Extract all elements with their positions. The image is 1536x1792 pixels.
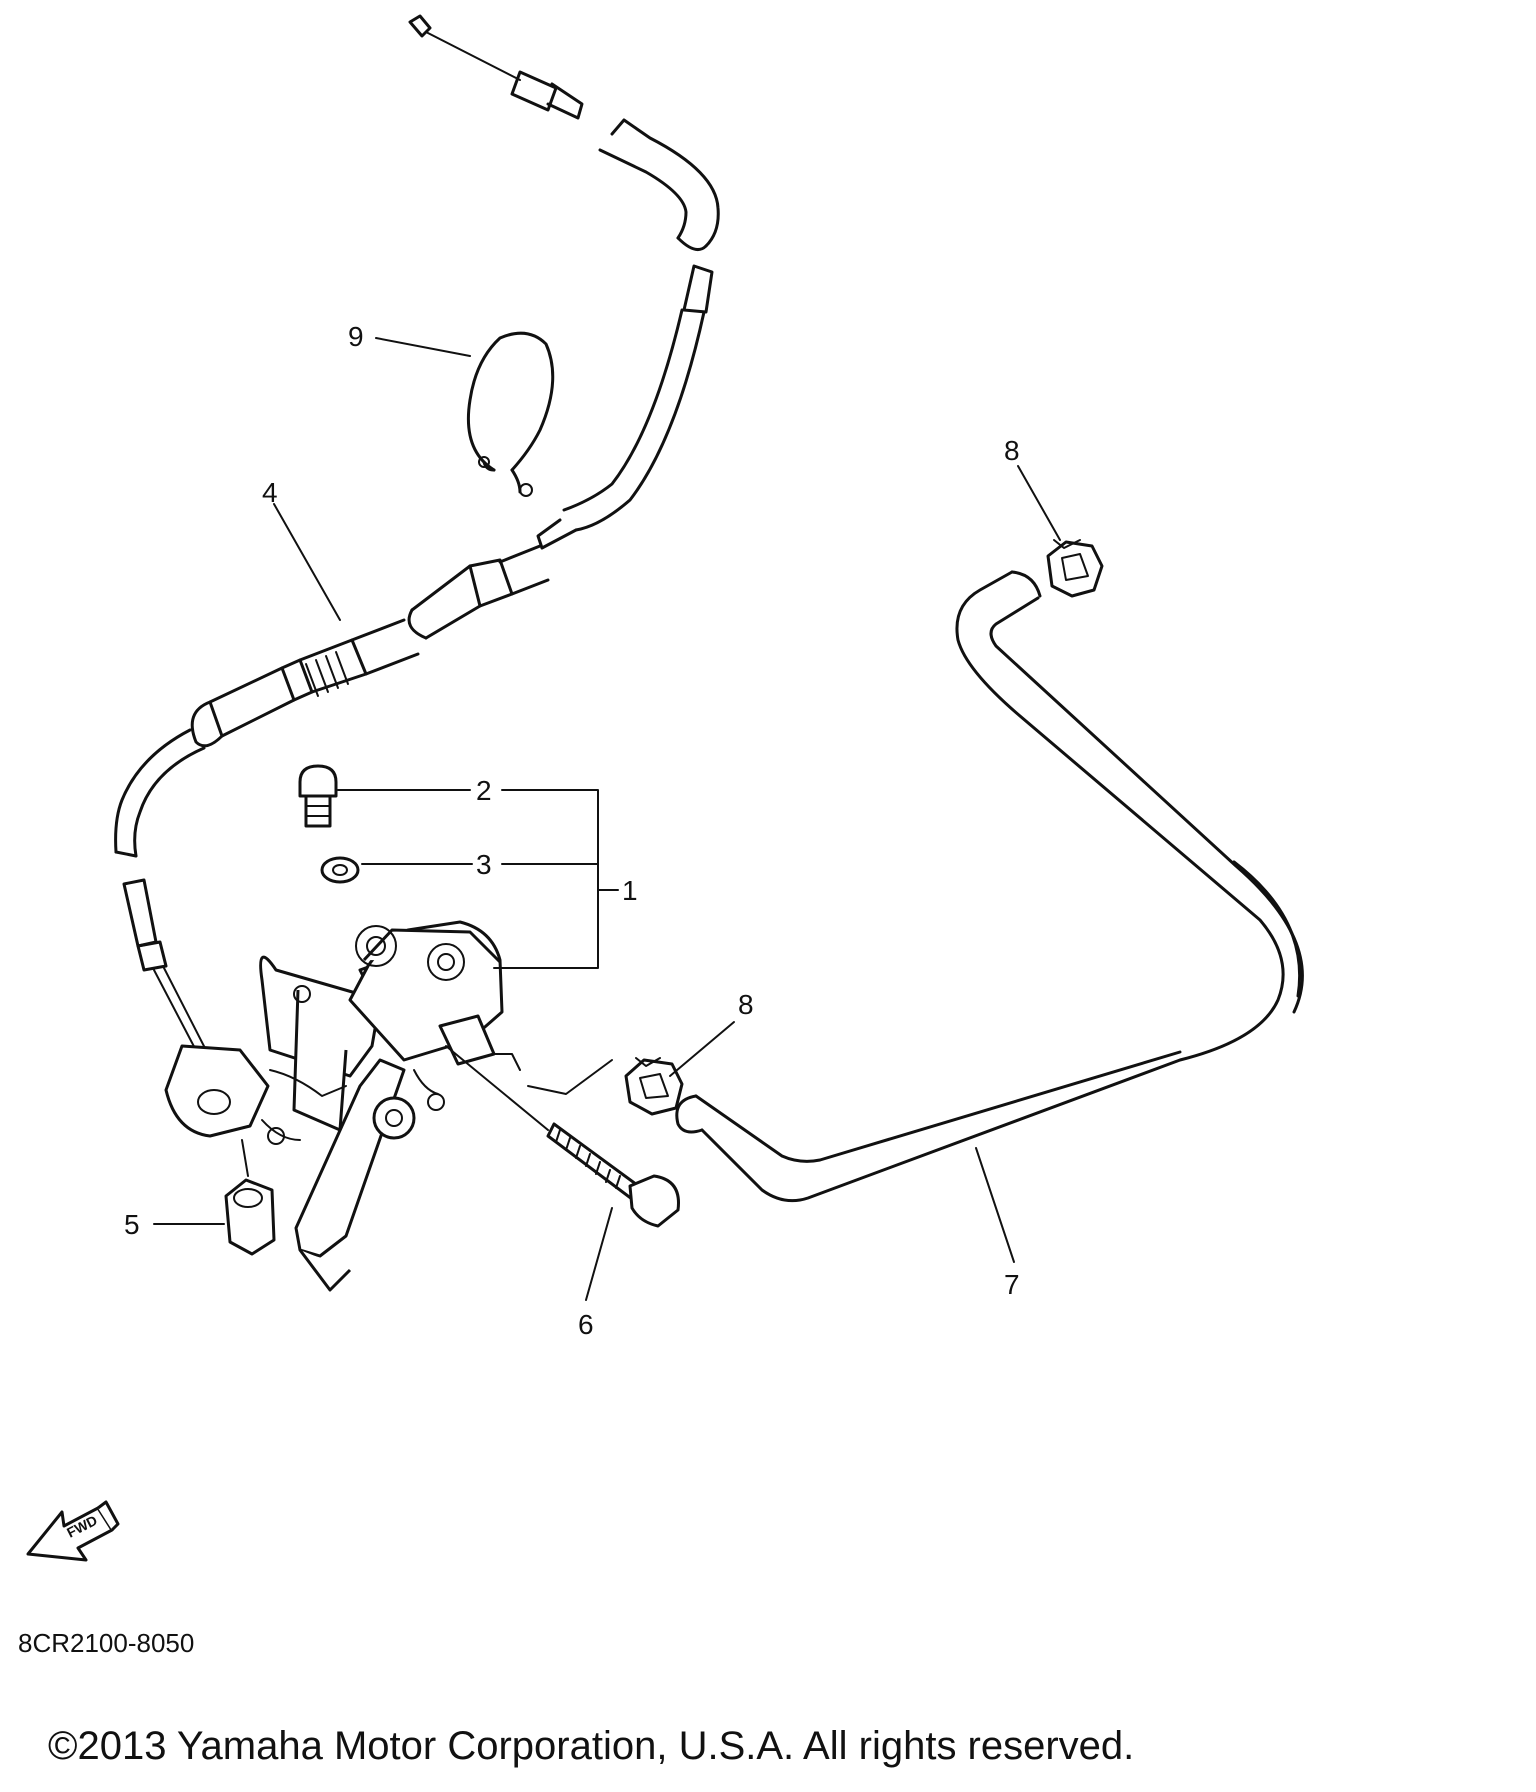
cable-clip [466,331,555,497]
banjo-bolt [298,764,338,828]
washer [320,856,360,884]
callout-7: 7 [1004,1269,1020,1300]
oil-hose [675,570,1304,1203]
part-code: 8CR2100-8050 [18,1628,195,1658]
callout-8-lower: 8 [738,989,754,1020]
callout-2: 2 [476,775,492,806]
callout-4: 4 [262,477,278,508]
adjusting-screw [445,1045,680,1228]
nut [224,1178,276,1256]
callout-3: 3 [476,849,492,880]
callout-9: 9 [348,321,364,352]
hose-clamp-lower [624,1057,684,1116]
copyright-notice: ©2013 Yamaha Motor Corporation, U.S.A. A… [48,1724,1135,1768]
cable-assembly [114,14,720,1067]
hose-clamp-upper [1046,539,1104,598]
callout-numbers: 1 2 3 4 5 6 7 8 8 9 [124,321,1020,1340]
callout-5: 5 [124,1209,140,1240]
callout-6: 6 [578,1309,594,1340]
forward-arrow-icon: FWD [26,1500,120,1562]
callout-leaders [153,337,1061,1301]
callout-8-upper: 8 [1004,435,1020,466]
oil-pump-assembly [164,920,521,1292]
callout-1: 1 [622,875,638,906]
